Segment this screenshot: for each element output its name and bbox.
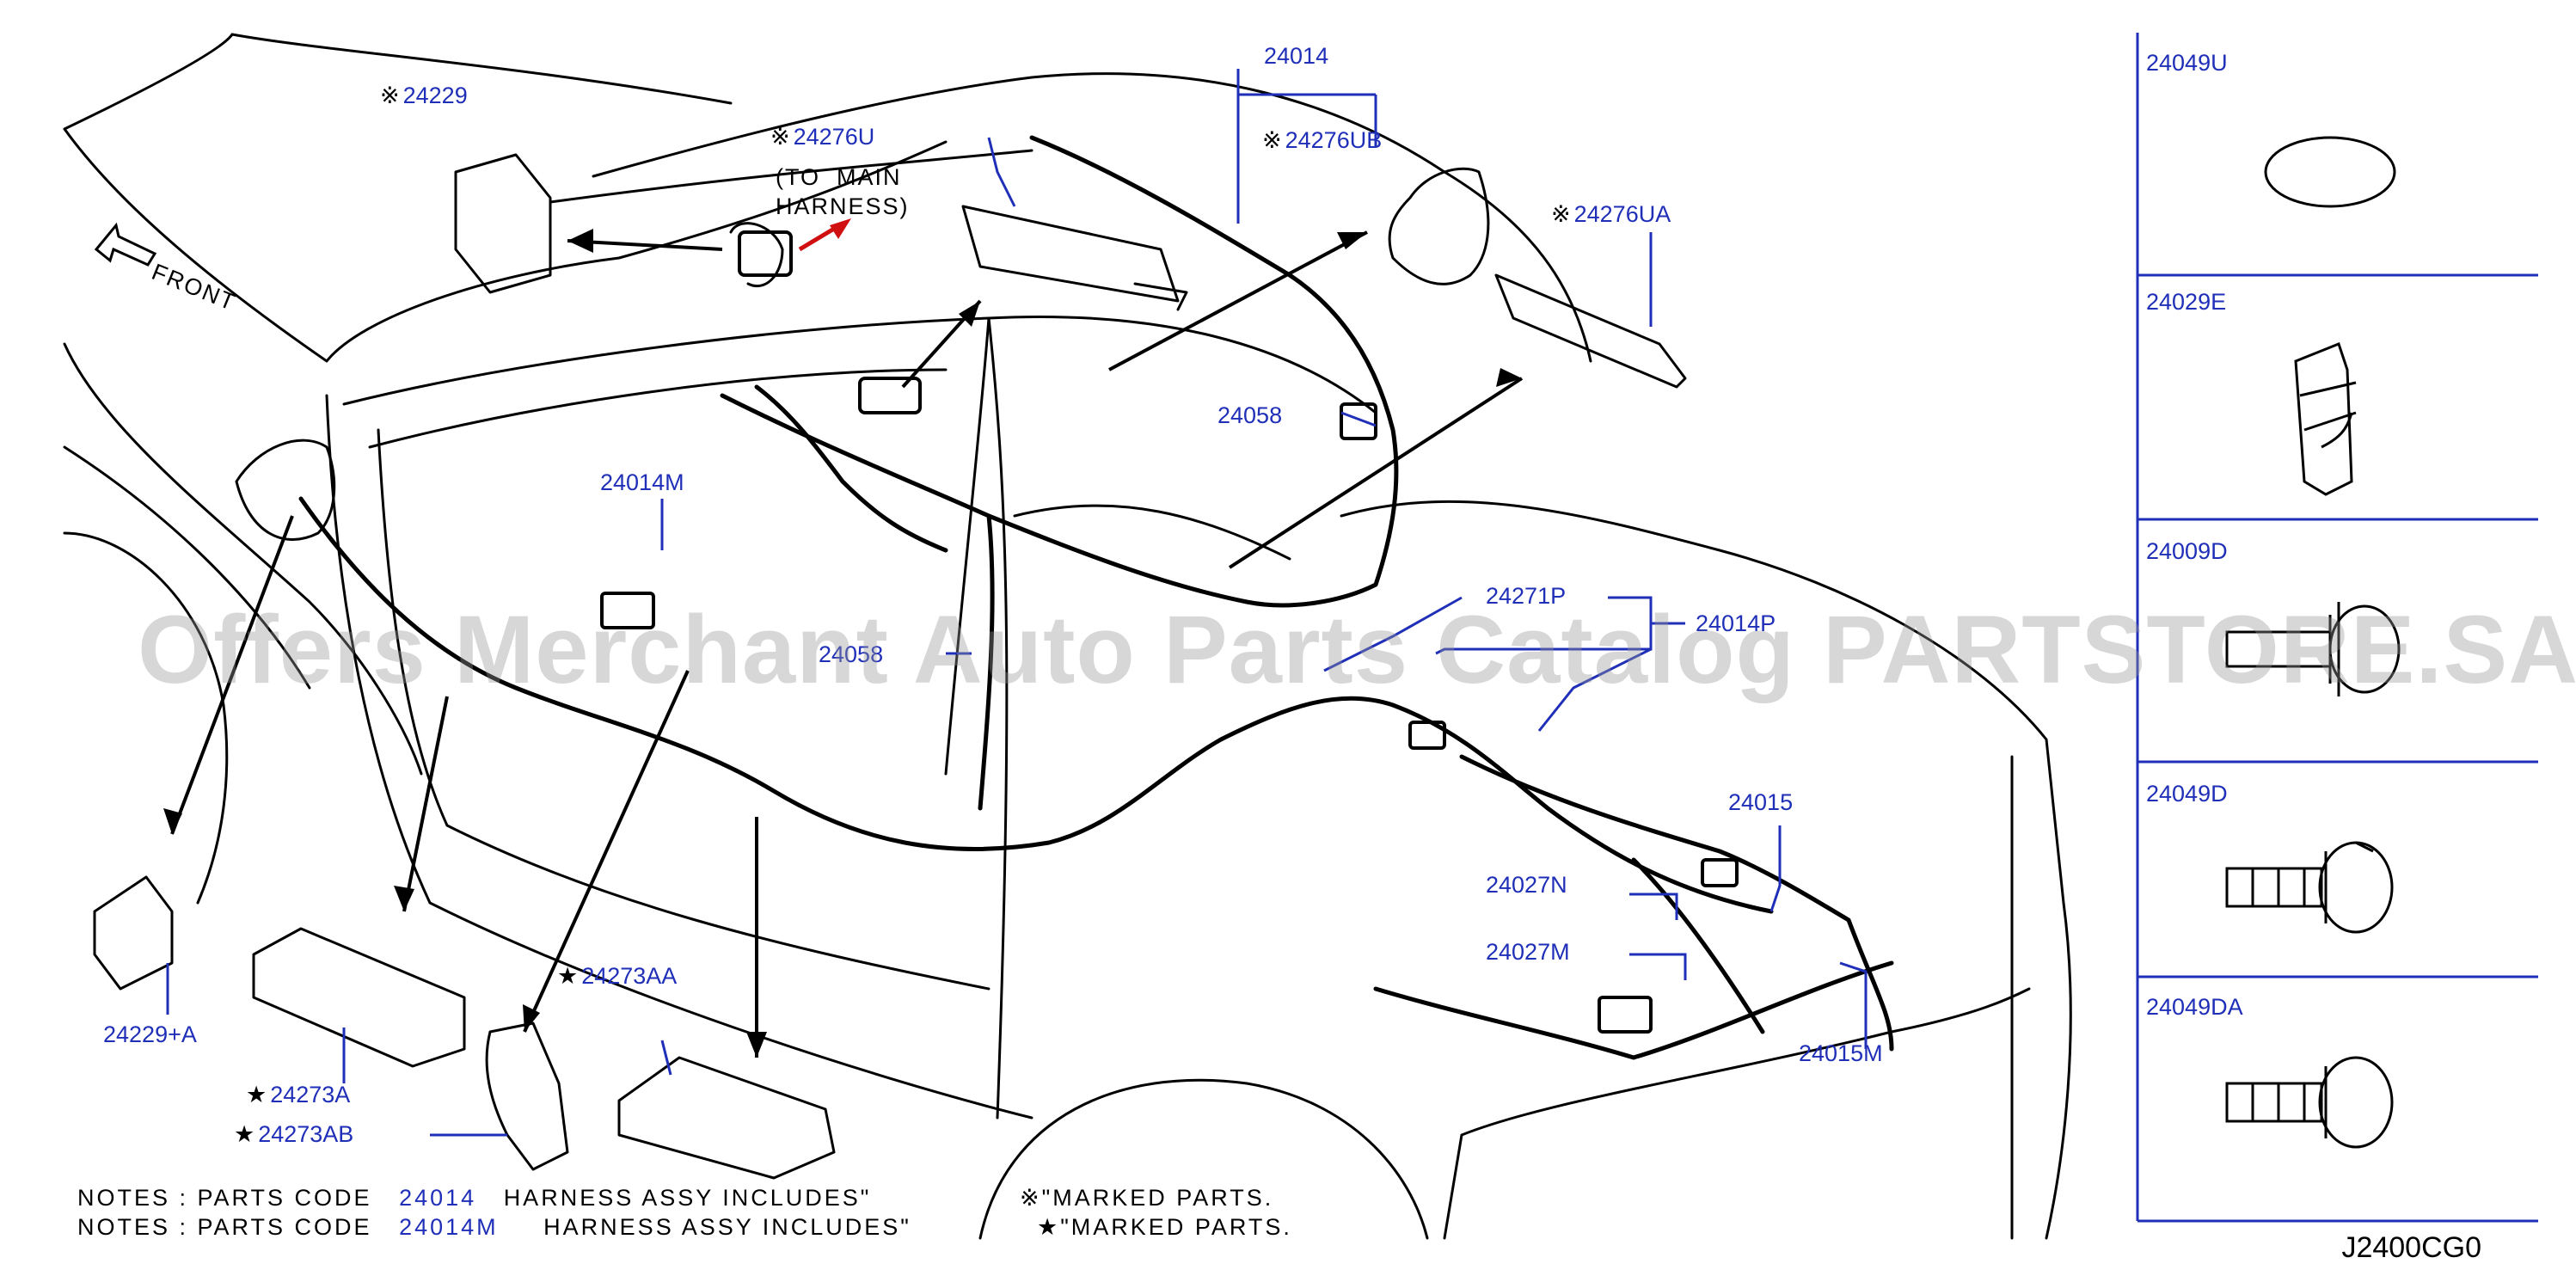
bracket-24229a — [93, 875, 174, 991]
panel-label-24009d: 24009D — [2146, 538, 2228, 564]
a-pillar — [944, 316, 1291, 776]
a-pillar-harness — [754, 384, 995, 811]
marker-asterisk-icon: ※ — [1020, 1185, 1042, 1211]
bracket-24273ab — [485, 1021, 569, 1171]
panel-label-24049u: 24049U — [2146, 50, 2228, 76]
marker-asterisk-icon: ※ — [1551, 201, 1571, 227]
bracket-24229 — [454, 153, 552, 294]
clip-icon — [2294, 342, 2357, 496]
diagram-code: J2400CG0 — [2341, 1231, 2481, 1264]
label-24015: 24015 — [1728, 789, 1794, 815]
label-24015m: 24015M — [1799, 1040, 1883, 1066]
marker-star-icon: ★ — [234, 1121, 255, 1147]
label-24271p: 24271P — [1486, 583, 1567, 609]
windshield — [342, 316, 1377, 449]
label-24229-a: 24229+A — [103, 1021, 197, 1047]
notes-marked-1: ※"MARKED PARTS. — [1020, 1185, 1274, 1211]
marker-star-icon: ★ — [246, 1082, 267, 1107]
label-24027n: 24027N — [1486, 872, 1567, 898]
module-24273a — [252, 927, 466, 1068]
rear-wheel-arch — [978, 1078, 1429, 1240]
marker-asterisk-icon: ※ — [770, 124, 790, 150]
notes-line-2: NOTES : PARTS CODE 24014M HARNESS ASSY I… — [77, 1214, 911, 1240]
bolt-icon — [2225, 1056, 2394, 1149]
roof-harness — [720, 135, 1399, 608]
side-body — [63, 342, 423, 776]
label-24276ua: ※24276UA — [1551, 201, 1671, 227]
main-harness — [298, 496, 1774, 914]
marker-asterisk-icon: ※ — [1262, 127, 1282, 153]
bolt-icon — [2225, 602, 2401, 696]
connector-to-main — [729, 222, 784, 287]
label-24229: ※24229 — [380, 83, 468, 108]
label-24014: 24014 — [1264, 43, 1329, 69]
panel-label-24049da: 24049DA — [2146, 994, 2243, 1020]
label-24058-roof: 24058 — [1217, 402, 1283, 428]
module-24276ua — [1494, 273, 1687, 389]
bolt-icon — [2225, 841, 2394, 934]
rear-harness — [1373, 754, 1894, 1060]
module-24273aa — [617, 1056, 836, 1180]
notes-marked-2: ★"MARKED PARTS. — [1037, 1214, 1292, 1240]
marker-star-icon: ★ — [557, 963, 579, 989]
label-24273a: ★24273A — [246, 1082, 351, 1107]
module-24276u — [961, 205, 1188, 311]
front-arrow-icon — [94, 222, 157, 267]
roof-outline — [549, 72, 1592, 363]
module-24276ub — [1388, 167, 1490, 285]
label-24014p: 24014P — [1696, 610, 1776, 636]
panel-label-24029e: 24029E — [2146, 289, 2227, 315]
watermark: Offers Merchant Auto Parts Catalog PARTS… — [138, 596, 2576, 703]
hood-outline — [63, 33, 948, 363]
mirror — [235, 439, 336, 541]
to-main-harness-note: (TO MAIN HARNESS) — [776, 164, 910, 219]
notes-line-1: NOTES : PARTS CODE 24014 HARNESS ASSY IN… — [77, 1185, 872, 1211]
label-24058-door: 24058 — [819, 641, 884, 667]
door-frame — [325, 316, 1033, 1120]
bed-outline — [1340, 500, 2072, 1240]
label-24273ab: ★24273AB — [234, 1121, 354, 1147]
panel-label-24049d: 24049D — [2146, 781, 2228, 807]
label-24014m: 24014M — [600, 469, 684, 495]
label-24276ub: ※24276UB — [1262, 127, 1383, 153]
label-24273aa: ★24273AA — [557, 963, 678, 989]
marker-asterisk-icon: ※ — [380, 83, 400, 108]
marker-star-icon: ★ — [1037, 1214, 1061, 1240]
front-wheel-arch — [63, 531, 229, 905]
label-24027m: 24027M — [1486, 939, 1570, 965]
grommet-icon — [2264, 136, 2396, 208]
label-24276u: ※24276U — [770, 124, 875, 150]
